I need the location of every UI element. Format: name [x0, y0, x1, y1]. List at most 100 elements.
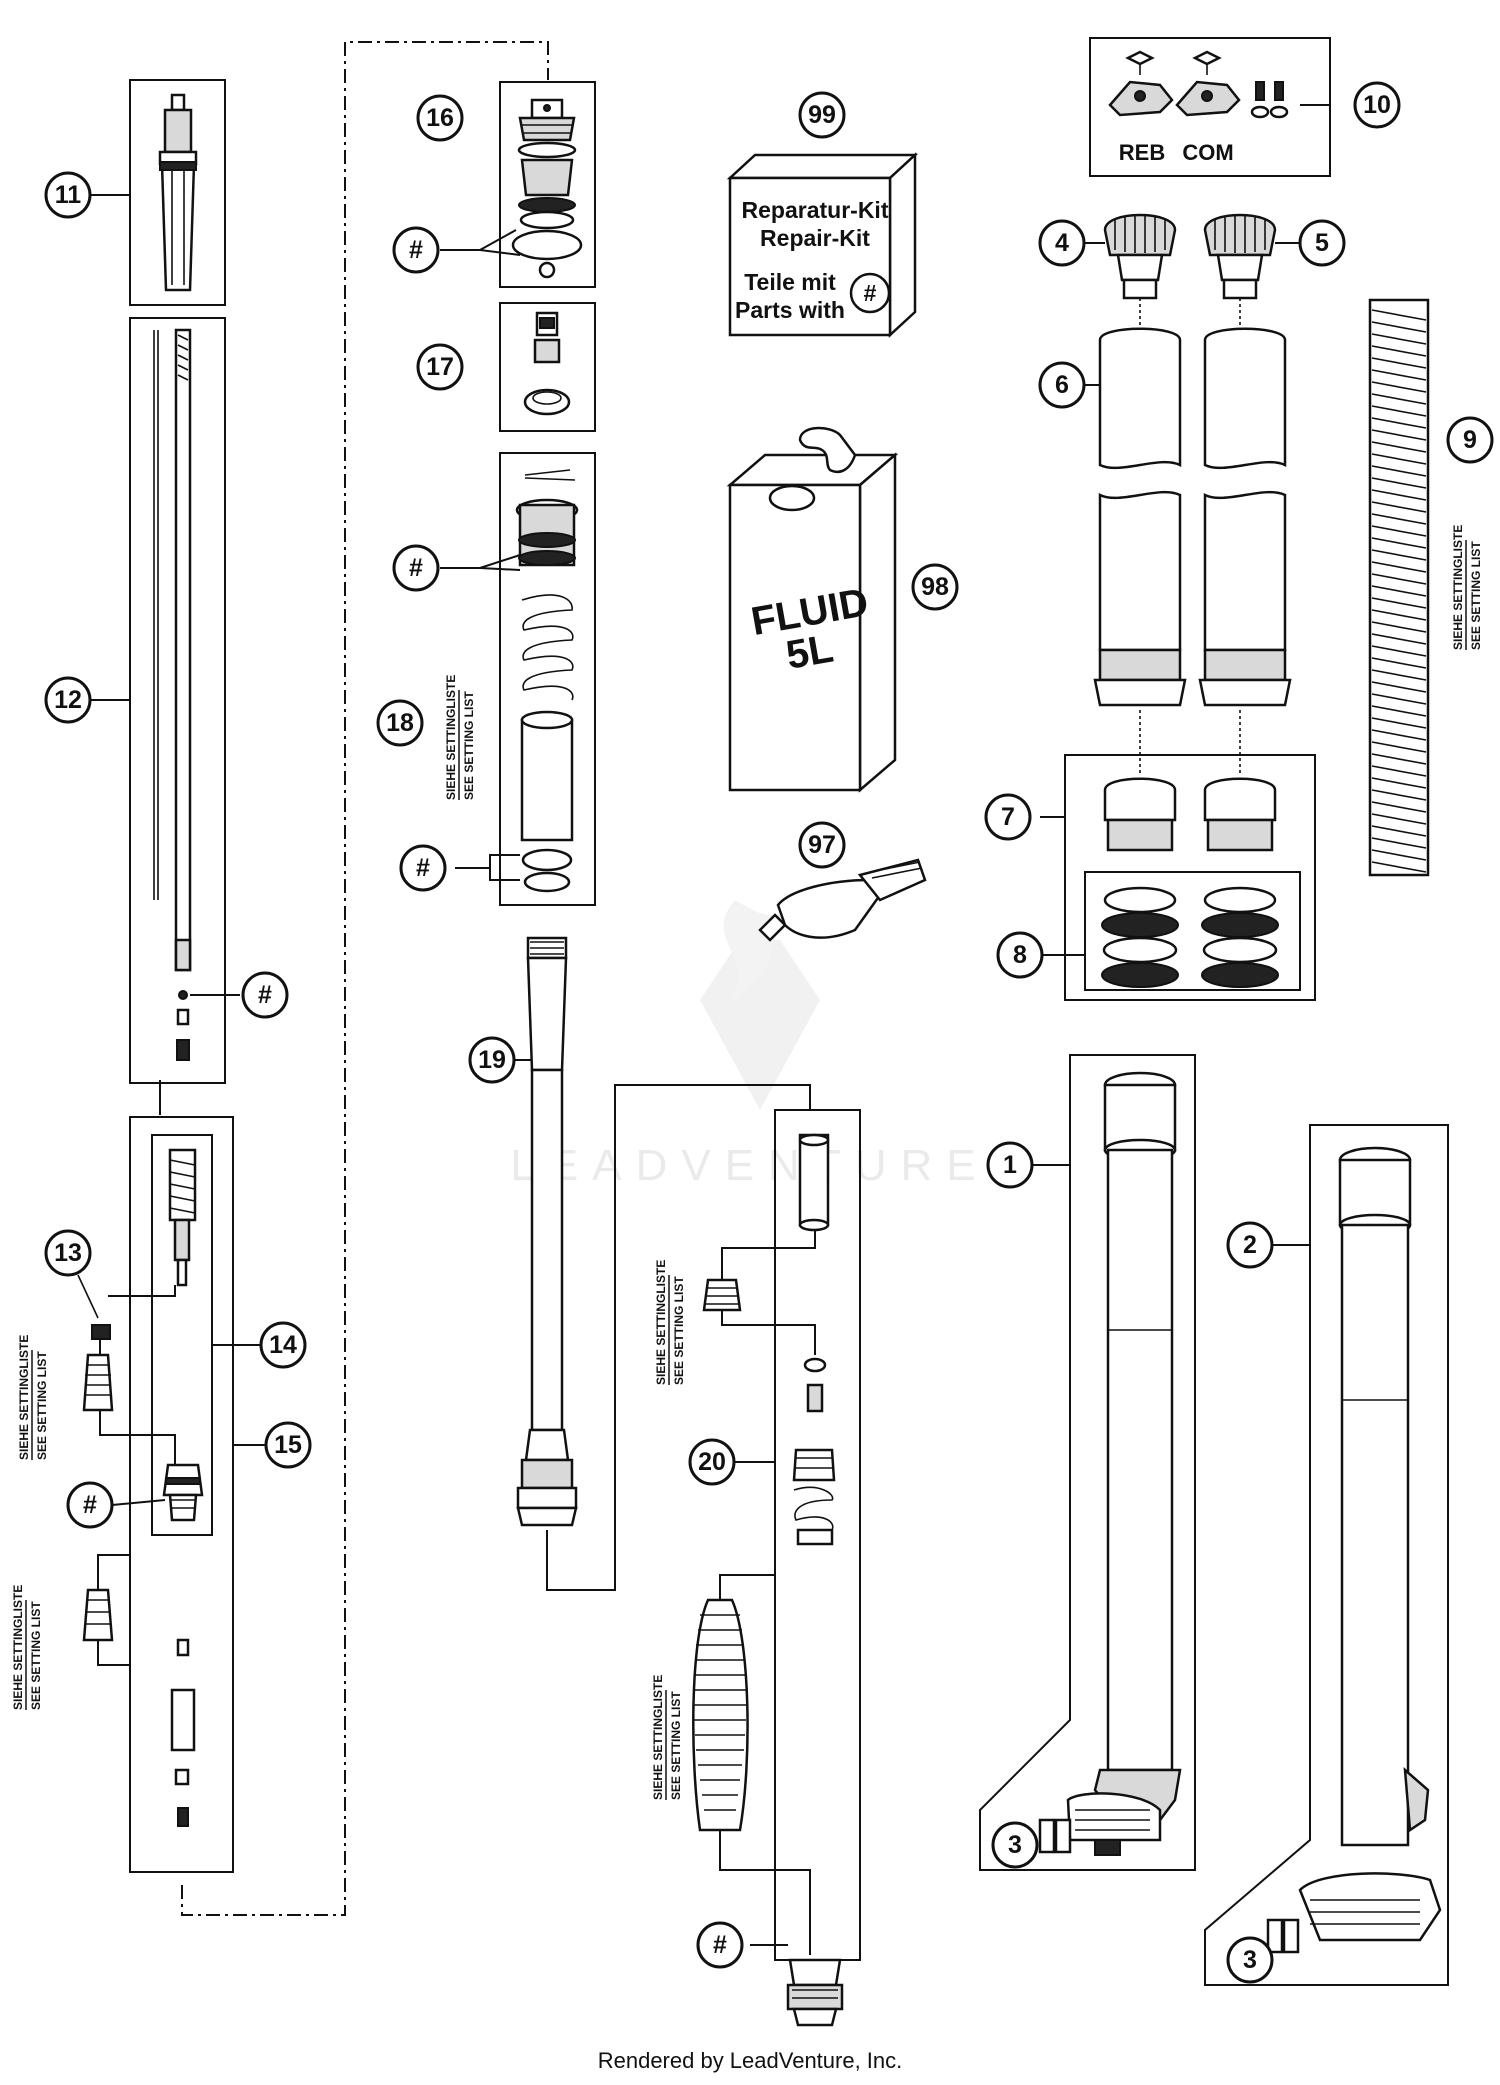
- callout-4[interactable]: 4: [1038, 219, 1086, 267]
- callout-18[interactable]: 18: [376, 699, 424, 747]
- rebound-adjuster-assembly: [129, 79, 226, 306]
- setting-note-de: SIEHE SETTINGLISTE: [1451, 525, 1465, 650]
- base-valve-assembly: [702, 1109, 861, 2027]
- svg-text:2: 2: [1243, 1231, 1257, 1259]
- adjuster-com-label: COM: [1182, 140, 1233, 165]
- callout-5[interactable]: 5: [1298, 219, 1346, 267]
- fork-cap-rebound: [1103, 213, 1177, 300]
- fluid-can-line2: 5L: [783, 626, 837, 677]
- setting-note-en: SEE SETTING LIST: [29, 1601, 43, 1710]
- callout-15[interactable]: 15: [264, 1421, 312, 1469]
- callout-10[interactable]: 10: [1353, 81, 1401, 129]
- svg-text:#: #: [409, 554, 423, 582]
- long-shim-stack: [692, 1574, 811, 1955]
- svg-text:#: #: [409, 236, 423, 264]
- callout-3-left[interactable]: 3: [991, 1821, 1039, 1869]
- svg-text:8: 8: [1013, 941, 1027, 969]
- setting-note-de: SIEHE SETTINGLISTE: [651, 1675, 665, 1800]
- valve-seat-assembly: [499, 302, 596, 432]
- svg-text:6: 6: [1055, 371, 1069, 399]
- watermark-text: LEADVENTURE: [510, 1141, 989, 1190]
- callout-17[interactable]: 17: [416, 343, 464, 391]
- setting-note-en: SEE SETTING LIST: [1469, 541, 1483, 650]
- setting-note-en: SEE SETTING LIST: [35, 1351, 49, 1460]
- hash-marker-18-top[interactable]: #: [392, 544, 440, 592]
- svg-text:18: 18: [386, 709, 414, 737]
- callout-19[interactable]: 19: [468, 1036, 516, 1084]
- inner-tube-left: [979, 1054, 1196, 1871]
- hash-marker-20[interactable]: #: [696, 1921, 744, 1969]
- callout-7[interactable]: 7: [984, 793, 1032, 841]
- svg-text:13: 13: [54, 1239, 82, 1267]
- svg-text:#: #: [713, 1931, 727, 1959]
- callout-97[interactable]: 97: [798, 821, 846, 869]
- callout-1[interactable]: 1: [986, 1141, 1034, 1189]
- setting-note-de: SIEHE SETTINGLISTE: [17, 1335, 31, 1460]
- setting-note-20b: SIEHE SETTINGLISTE SEE SETTING LIST: [651, 1675, 683, 1800]
- callout-2[interactable]: 2: [1226, 1221, 1274, 1269]
- cartridge-spring-assembly: [499, 452, 596, 906]
- callout-12[interactable]: 12: [44, 676, 92, 724]
- hash-marker-12[interactable]: #: [241, 971, 289, 1019]
- repair-kit-line4: Parts with: [735, 297, 845, 323]
- fork-oil-can: FLUID 5L: [726, 426, 899, 793]
- svg-text:19: 19: [478, 1046, 506, 1074]
- callout-13[interactable]: 13: [44, 1229, 92, 1277]
- repair-kit-line2: Repair-Kit: [760, 225, 870, 251]
- callout-20[interactable]: 20: [688, 1438, 736, 1486]
- svg-text:#: #: [258, 981, 272, 1009]
- callout-6[interactable]: 6: [1038, 361, 1086, 409]
- bushing-seal-set: [1064, 754, 1316, 1001]
- callout-14[interactable]: 14: [259, 1321, 307, 1369]
- repair-kit-line1: Reparatur-Kit: [742, 197, 889, 223]
- callout-8[interactable]: 8: [996, 931, 1044, 979]
- callout-98[interactable]: 98: [911, 563, 959, 611]
- hash-marker-15[interactable]: #: [66, 1481, 114, 1529]
- setting-note-13: SIEHE SETTINGLISTE SEE SETTING LIST: [17, 1335, 49, 1460]
- svg-text:10: 10: [1363, 91, 1391, 119]
- callout-11[interactable]: 11: [44, 171, 92, 219]
- svg-text:16: 16: [426, 104, 454, 132]
- svg-text:12: 12: [54, 686, 82, 714]
- setting-note-en: SEE SETTING LIST: [462, 691, 476, 800]
- assembly-path-line: [181, 41, 549, 1916]
- svg-text:3: 3: [1243, 1946, 1257, 1974]
- adjuster-rod-assembly: [129, 317, 226, 1084]
- svg-text:98: 98: [921, 573, 949, 601]
- callout-9[interactable]: 9: [1446, 416, 1494, 464]
- repair-kit-box: Reparatur-Kit Repair-Kit Teile mit Parts…: [726, 152, 919, 338]
- outer-fork-tubes: [1093, 327, 1292, 707]
- adjuster-reb-label: REB: [1119, 140, 1165, 165]
- setting-note-de: SIEHE SETTINGLISTE: [654, 1260, 668, 1385]
- compression-valve-assembly: [129, 1116, 234, 1873]
- fork-cap-compression: [1203, 213, 1277, 300]
- hash-marker-16[interactable]: #: [392, 226, 440, 274]
- fork-spring: [1368, 298, 1430, 877]
- svg-text:11: 11: [55, 181, 82, 209]
- svg-text:14: 14: [269, 1331, 297, 1359]
- grease-tube: [758, 858, 927, 942]
- adjuster-knob-kit: REB COM: [1089, 37, 1331, 177]
- callout-3-right[interactable]: 3: [1226, 1936, 1274, 1984]
- damper-cartridge-tube: [516, 936, 578, 1527]
- svg-text:#: #: [83, 1491, 97, 1519]
- svg-text:5: 5: [1315, 229, 1329, 257]
- callout-layer: 11 12 13 14 15 16 17 18 19 20 99 98 97 1…: [44, 81, 1494, 1984]
- callout-99[interactable]: 99: [798, 91, 846, 139]
- repair-kit-hash: #: [864, 280, 877, 306]
- setting-note-en: SEE SETTING LIST: [669, 1691, 683, 1800]
- hash-marker-18-bottom[interactable]: #: [399, 844, 447, 892]
- footer-credit: Rendered by LeadVenture, Inc.: [598, 2048, 903, 2073]
- setting-note-15: SIEHE SETTINGLISTE SEE SETTING LIST: [11, 1585, 43, 1710]
- svg-text:7: 7: [1001, 803, 1015, 831]
- svg-text:4: 4: [1055, 229, 1069, 257]
- watermark: LEADVENTURE: [510, 900, 989, 1190]
- setting-note-18: SIEHE SETTINGLISTE SEE SETTING LIST: [444, 675, 476, 800]
- svg-text:3: 3: [1008, 1831, 1022, 1859]
- svg-text:99: 99: [808, 101, 836, 129]
- setting-note-9: SIEHE SETTINGLISTE SEE SETTING LIST: [1451, 525, 1483, 650]
- svg-text:9: 9: [1463, 426, 1477, 454]
- callout-16[interactable]: 16: [416, 94, 464, 142]
- repair-kit-line3: Teile mit: [744, 269, 836, 295]
